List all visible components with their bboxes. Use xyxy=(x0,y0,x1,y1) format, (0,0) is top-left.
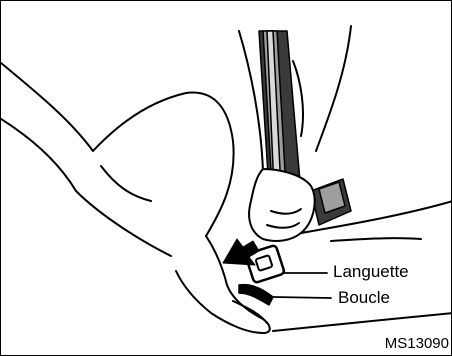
left-sleeve-fold xyxy=(101,166,151,201)
thigh-outline-lower xyxy=(273,313,452,331)
buckle-leader-line xyxy=(273,297,331,298)
buckle xyxy=(239,285,273,305)
left-arm-outline xyxy=(93,93,234,236)
seat-outline-left xyxy=(1,63,93,151)
right-hand-outline xyxy=(249,169,315,241)
right-arm-outline xyxy=(239,31,263,171)
tongue-label: Languette xyxy=(333,263,409,280)
buckle-label: Boucle xyxy=(338,289,390,306)
thigh-crease xyxy=(331,238,421,241)
seat-outline-left-lower xyxy=(1,119,76,191)
figure-code: MS13090 xyxy=(385,335,449,352)
left-arm-inner xyxy=(76,191,171,256)
right-arm-outline-2 xyxy=(316,26,351,151)
lap-belt xyxy=(311,179,351,225)
